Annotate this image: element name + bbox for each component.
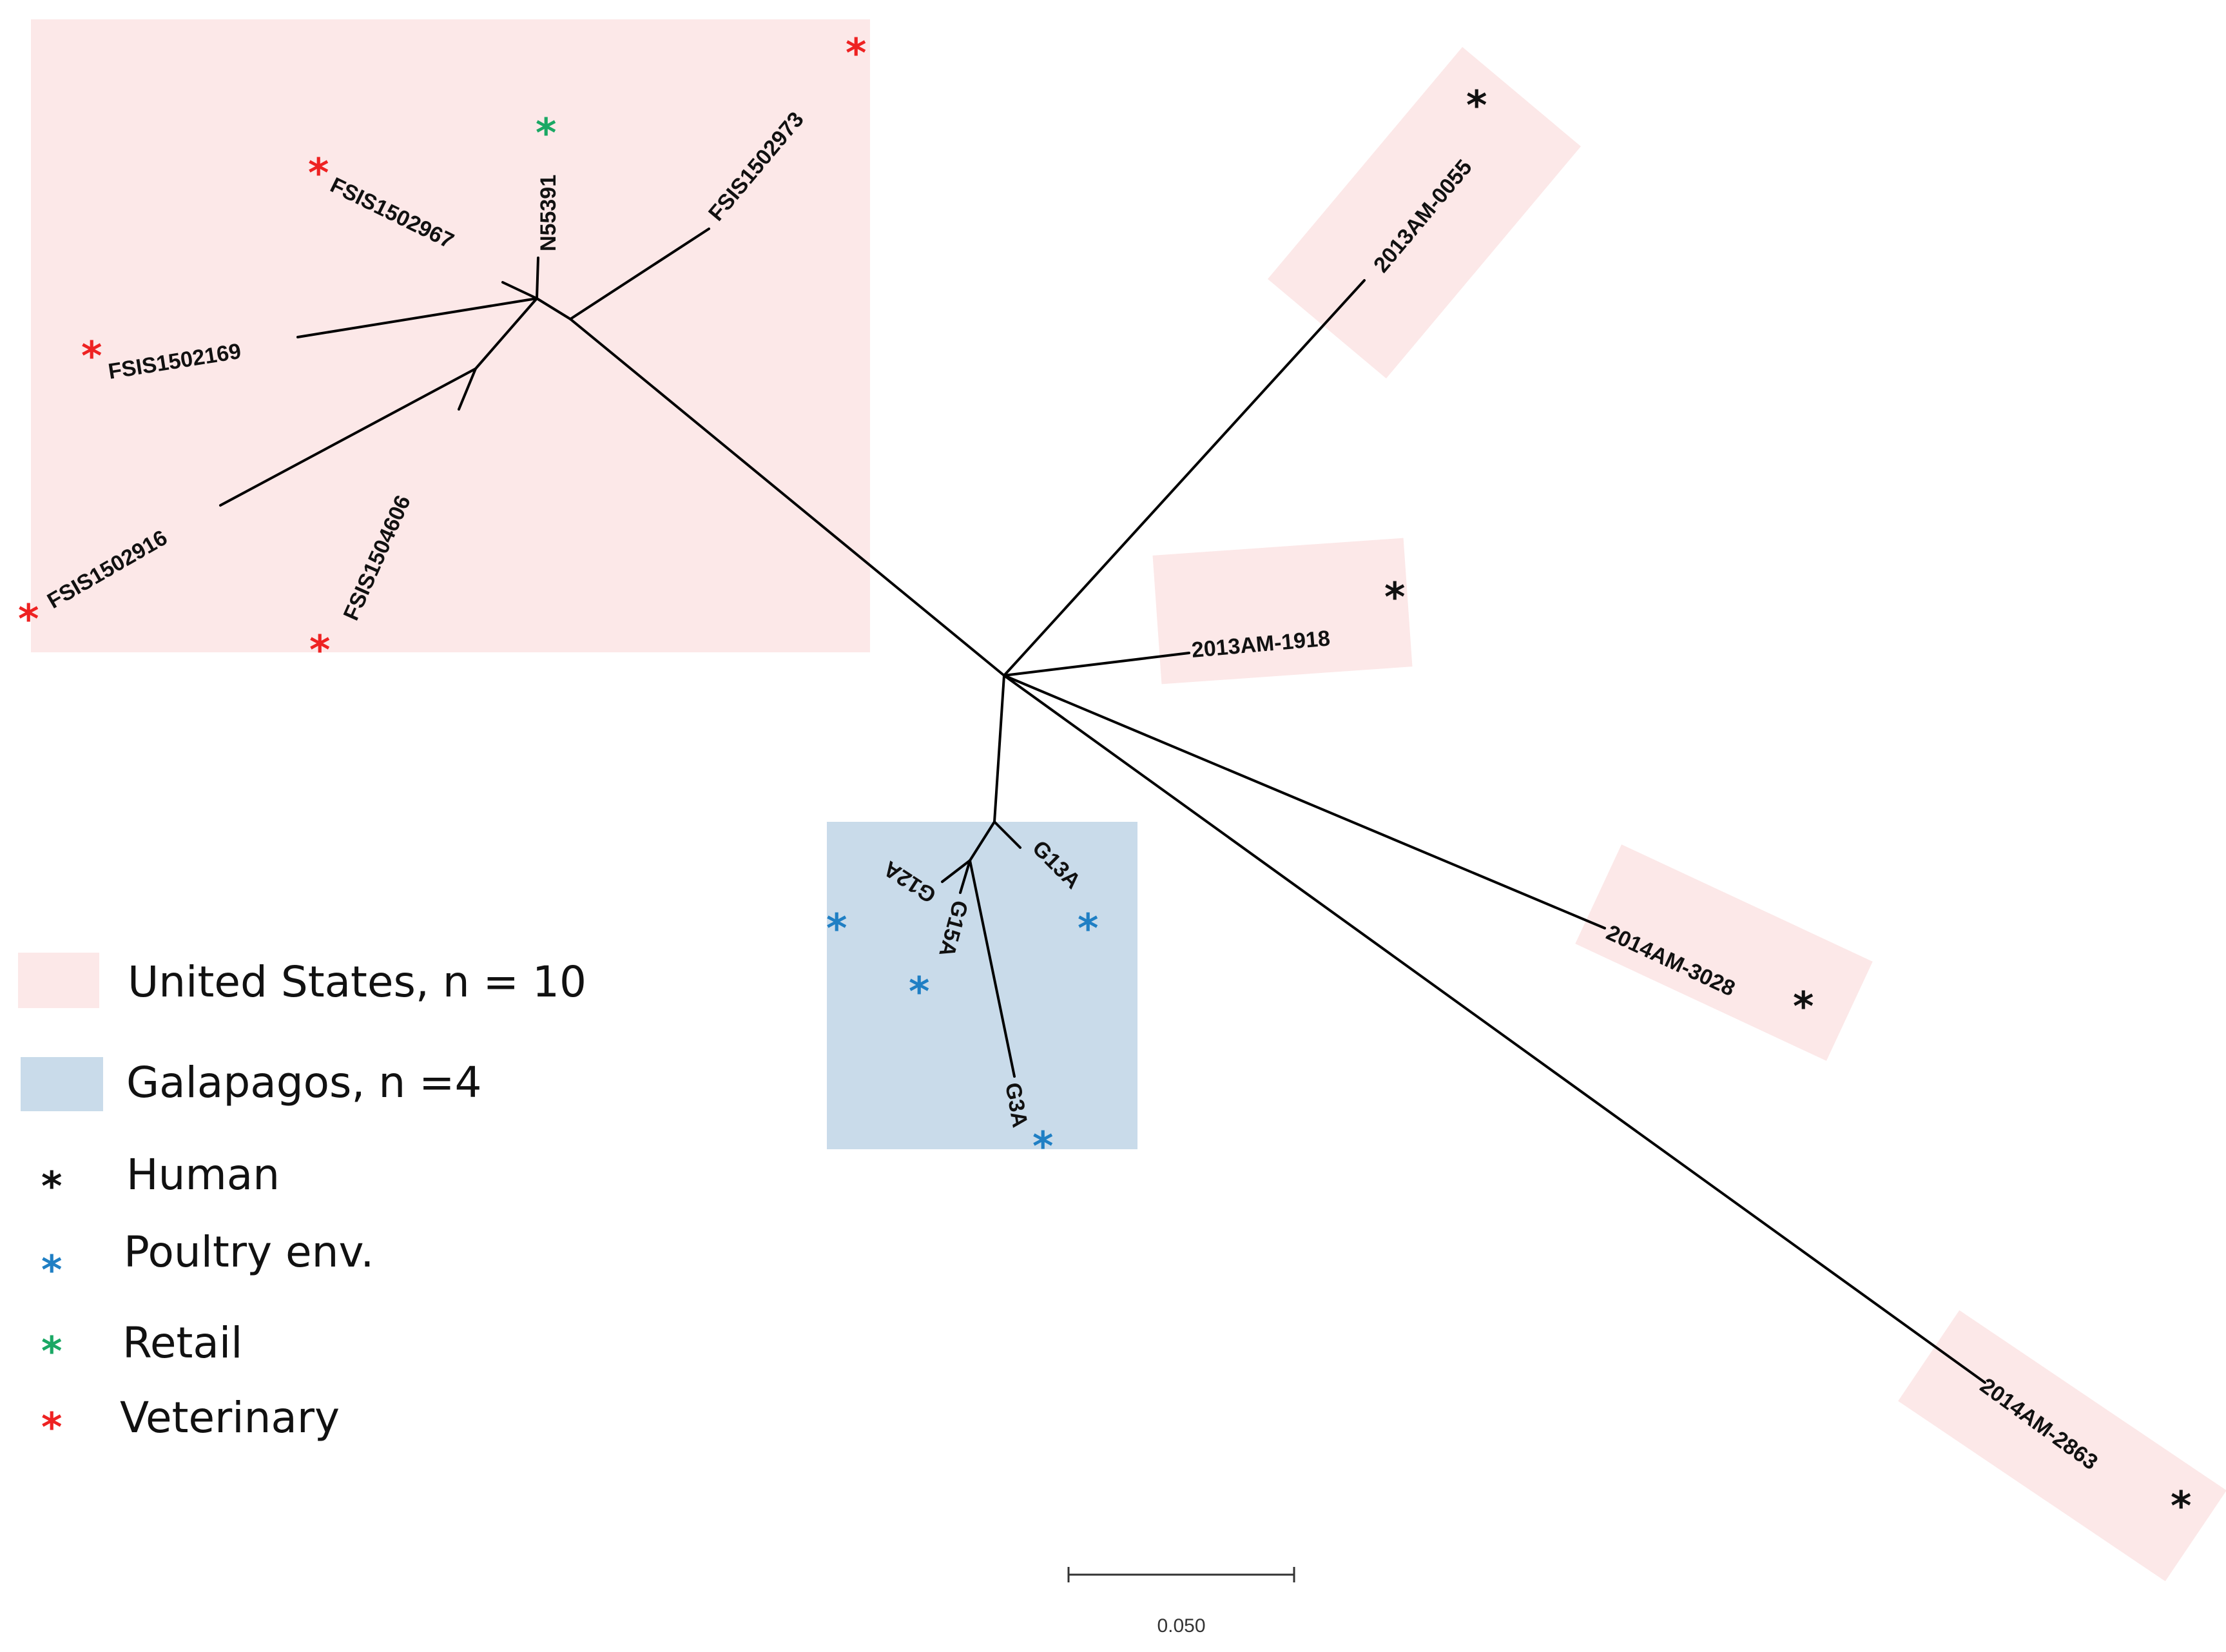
veterinary-asterisk-fsis1502973: * xyxy=(846,30,866,77)
legend-human-asterisk: * xyxy=(41,1163,62,1210)
scale-bar-label: 0.050 xyxy=(1157,1615,1205,1637)
us-region-box-0055 xyxy=(1268,46,1581,379)
veterinary-asterisk-fsis1502916: * xyxy=(18,596,39,643)
branch-root-to-galapagos-node xyxy=(993,674,1005,823)
human-asterisk-2013am1918: * xyxy=(1384,574,1405,621)
branch-sub-to-fsis1504606 xyxy=(458,367,477,411)
leaf-label-n55391: N55391 xyxy=(536,175,561,251)
branch-gal-node-to-g13a xyxy=(993,821,1021,849)
legend-label-galapagos: Galapagos, n =4 xyxy=(126,1058,481,1107)
veterinary-asterisk-fsis1504606: * xyxy=(309,627,330,674)
us-region-box-main xyxy=(31,19,870,652)
legend-label-veterinary: Veterinary xyxy=(120,1393,340,1443)
scale-bar: 0.050 xyxy=(1067,1567,1295,1637)
human-asterisk-2014am3028: * xyxy=(1793,983,1814,1030)
human-asterisk-2014am2863: * xyxy=(2171,1482,2191,1530)
legend-swatch-galapagos xyxy=(21,1057,103,1111)
legend-swatch-united-states xyxy=(18,953,99,1008)
branch-gal-node-to-gal-inner xyxy=(969,821,996,862)
veterinary-asterisk-fsis1502169: * xyxy=(81,333,102,380)
legend-veterinary-asterisk: * xyxy=(41,1404,62,1451)
branch-root-to-2014am3028 xyxy=(1003,674,1606,929)
retail-asterisk-n55391: * xyxy=(536,110,556,157)
legend-poultry-asterisk: * xyxy=(41,1247,62,1294)
branch-inner-to-fsis1502169 xyxy=(296,297,538,338)
branch-us-node-to-fsis1502973 xyxy=(569,228,710,320)
us-region-box-3028 xyxy=(1575,844,1873,1061)
human-asterisk-2013am0055: * xyxy=(1466,82,1487,129)
veterinary-asterisk-fsis1502967: * xyxy=(308,150,329,197)
branch-gal-inner-to-g12a xyxy=(941,859,971,883)
legend: United States, n = 10 Galapagos, n =4 * … xyxy=(18,953,586,1451)
leaf-asterisks: * * * * * * * * * * * * * * xyxy=(18,30,2191,1530)
galapagos-region-box xyxy=(827,822,1137,1149)
branch-sub-to-fsis1502916 xyxy=(219,367,477,507)
legend-label-poultry-env: Poultry env. xyxy=(124,1227,374,1277)
poultry-asterisk-g12a: * xyxy=(826,905,847,952)
branch-gal-inner-to-g15a xyxy=(959,859,971,894)
branch-root-to-us-node xyxy=(569,318,1005,677)
poultry-asterisk-g3a: * xyxy=(1032,1123,1053,1170)
branch-inner-to-n55391 xyxy=(536,257,539,300)
poultry-asterisk-g15a: * xyxy=(909,968,929,1015)
legend-label-united-states: United States, n = 10 xyxy=(128,957,586,1007)
branch-inner-to-fsis1502967 xyxy=(501,281,538,300)
branch-root-to-2013am0055 xyxy=(1003,279,1366,677)
branch-root-to-2014am2863 xyxy=(1003,674,1986,1384)
branches xyxy=(219,228,1986,1384)
branch-root-to-2013am1918 xyxy=(1003,652,1190,677)
legend-label-retail: Retail xyxy=(122,1318,243,1368)
branch-gal-inner-to-g3a xyxy=(969,859,1016,1078)
branch-inner-to-sub-node xyxy=(474,297,538,370)
branch-us-node-to-inner-node xyxy=(536,297,572,320)
poultry-asterisk-g13a: * xyxy=(1078,905,1098,952)
legend-label-human: Human xyxy=(126,1150,280,1200)
us-region-box-1918 xyxy=(1152,538,1413,685)
legend-retail-asterisk: * xyxy=(41,1328,62,1375)
